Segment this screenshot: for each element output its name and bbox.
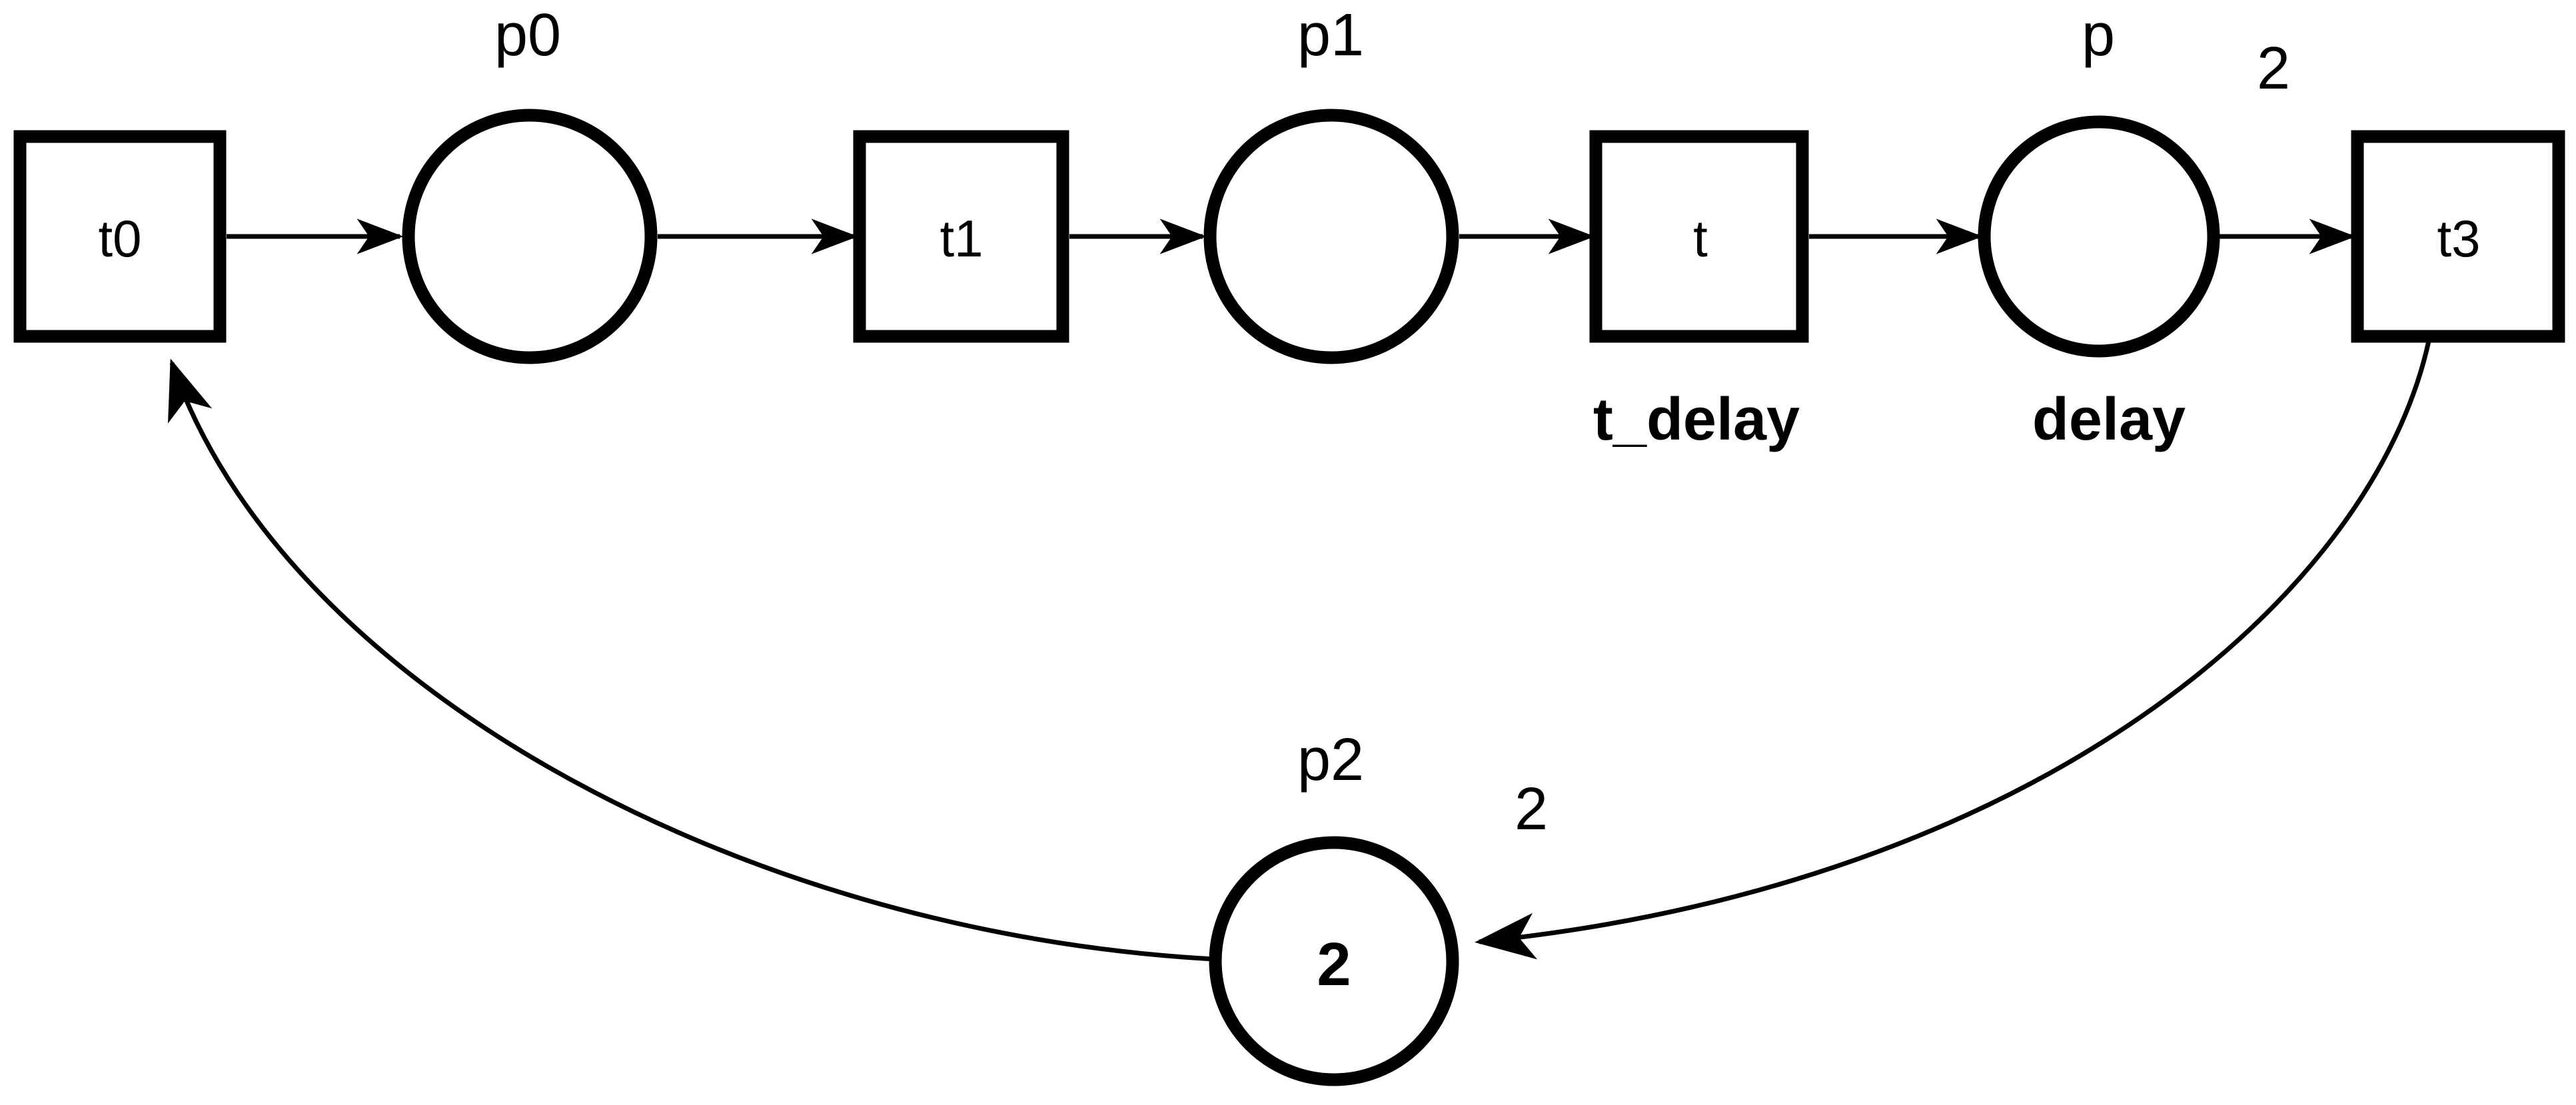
place-p1[interactable]	[1203, 109, 1459, 364]
place-p2-token-count: 2	[1317, 930, 1351, 998]
place-p-name: p	[2081, 2, 2116, 69]
transition-t1-label: t1	[940, 209, 983, 268]
transition-t[interactable]	[1589, 130, 1809, 343]
place-p[interactable]	[1978, 115, 2220, 358]
arc-t3-to-p2	[1475, 340, 2431, 960]
transition-t-sublabel: t_delay	[1593, 386, 1800, 453]
transition-t0[interactable]	[13, 130, 227, 343]
place-p-sublabel: delay	[2032, 386, 2186, 453]
place-p0[interactable]	[402, 109, 658, 364]
place-p2-name: p2	[1297, 727, 1365, 793]
place-p0-name: p0	[494, 2, 562, 69]
transition-t-label: t	[1693, 209, 1708, 268]
place-p2[interactable]	[1209, 836, 1459, 1086]
transition-t3[interactable]	[2351, 130, 2565, 343]
arc-weight-t3-to-p2: 2	[1514, 776, 1549, 843]
arc-weight-p-to-t3: 2	[2256, 35, 2291, 102]
transition-t1[interactable]	[853, 130, 1069, 343]
transition-t3-label: t3	[2437, 209, 2481, 268]
arc-p2-to-t0	[168, 358, 1215, 962]
place-p1-name: p1	[1297, 2, 1365, 69]
transition-t0-label: t0	[98, 209, 142, 268]
